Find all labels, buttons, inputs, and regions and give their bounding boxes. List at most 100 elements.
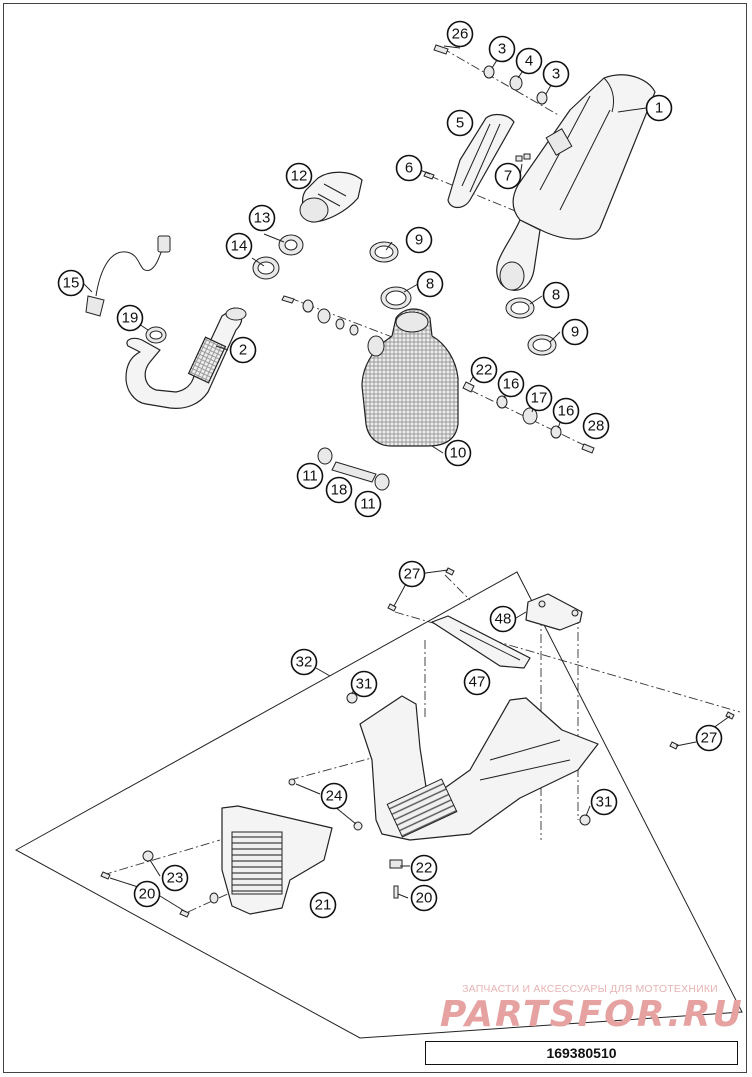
screws-27 — [387, 567, 735, 750]
svg-text:9: 9 — [415, 232, 423, 249]
callout-1: 1 — [645, 94, 673, 122]
callout-22b: 22 — [410, 854, 438, 882]
svg-text:11: 11 — [360, 496, 376, 513]
gasket-and-clamp — [252, 234, 304, 280]
svg-text:23: 23 — [167, 870, 184, 887]
lambda-sensor — [85, 235, 171, 317]
svg-text:20: 20 — [416, 890, 433, 907]
svg-text:6: 6 — [405, 160, 413, 177]
svg-text:7: 7 — [504, 168, 512, 185]
callout-8b: 8 — [542, 281, 570, 309]
callout-15: 15 — [57, 269, 85, 297]
svg-text:22: 22 — [416, 860, 433, 877]
callout-13: 13 — [248, 204, 276, 232]
svg-text:26: 26 — [452, 26, 469, 43]
small-hardware — [423, 153, 531, 180]
svg-text:16: 16 — [558, 403, 575, 420]
svg-text:16: 16 — [503, 376, 520, 393]
svg-text:15: 15 — [63, 275, 80, 292]
callout-6: 6 — [395, 154, 423, 182]
washer-stack — [281, 295, 359, 336]
heat-shield — [447, 113, 515, 209]
part-number-box: 169380510 — [425, 1041, 738, 1065]
svg-text:8: 8 — [426, 276, 434, 293]
svg-text:1: 1 — [655, 100, 663, 117]
svg-text:31: 31 — [356, 676, 373, 693]
strap-47 — [431, 615, 531, 669]
svg-text:5: 5 — [456, 115, 464, 132]
right-hardware — [462, 381, 595, 454]
gasket-19-hole — [149, 330, 163, 340]
side-cover — [221, 805, 333, 915]
callout-9b: 9 — [561, 318, 589, 346]
callout-3: 3 — [488, 35, 516, 63]
callout-16b: 16 — [552, 397, 580, 425]
clamps-and-gaskets — [369, 241, 557, 356]
svg-text:3: 3 — [552, 66, 560, 83]
svg-text:27: 27 — [404, 566, 421, 583]
svg-text:17: 17 — [531, 390, 548, 407]
svg-text:9: 9 — [571, 324, 579, 341]
leader-lines — [83, 45, 731, 913]
muffler — [496, 74, 656, 291]
callout-11b: 11 — [354, 490, 382, 518]
skid-plate — [346, 692, 599, 841]
svg-text:3: 3 — [498, 41, 506, 58]
callout-23: 23 — [161, 864, 189, 892]
sheet-border — [3, 3, 747, 1073]
callout-27b: 27 — [695, 724, 723, 752]
bracket-48 — [525, 593, 583, 631]
callout-21: 21 — [309, 891, 337, 919]
callout-31b: 31 — [590, 788, 618, 816]
svg-text:2: 2 — [239, 342, 247, 359]
svg-text:13: 13 — [254, 210, 271, 227]
callout-47: 47 — [463, 668, 491, 696]
svg-text:19: 19 — [122, 310, 139, 327]
callout-24: 24 — [320, 782, 348, 810]
catalytic-converter — [299, 171, 363, 223]
callout-22: 22 — [470, 356, 498, 384]
callout-20: 20 — [133, 880, 161, 908]
svg-text:18: 18 — [331, 482, 348, 499]
callout-31: 31 — [350, 670, 378, 698]
callout-10: 10 — [444, 439, 472, 467]
svg-text:4: 4 — [525, 53, 533, 70]
callout-5: 5 — [446, 109, 474, 137]
svg-text:27: 27 — [701, 730, 718, 747]
callout-14: 14 — [225, 232, 253, 260]
callout-2: 2 — [229, 336, 257, 364]
callout-17: 17 — [525, 384, 553, 412]
bolt-and-washers — [433, 44, 548, 105]
svg-text:11: 11 — [302, 468, 318, 485]
callout-12: 12 — [285, 162, 313, 190]
callout-4: 4 — [515, 47, 543, 75]
callout-7: 7 — [494, 162, 522, 190]
svg-text:21: 21 — [315, 897, 332, 914]
bottom-hardware — [100, 778, 403, 918]
svg-text:32: 32 — [296, 654, 313, 671]
callout-3b: 3 — [542, 60, 570, 88]
svg-text:47: 47 — [469, 674, 486, 691]
callouts: 26 3 4 3 1 5 6 7 12 13 9 14 8 15 8 19 2 … — [57, 20, 723, 919]
callout-27: 27 — [398, 560, 426, 588]
part-number: 169380510 — [546, 1045, 617, 1061]
assembly-outline — [14, 571, 743, 1039]
callout-9: 9 — [405, 226, 433, 254]
callout-28: 28 — [582, 412, 610, 440]
callout-18: 18 — [325, 476, 353, 504]
svg-text:48: 48 — [495, 611, 512, 628]
svg-text:24: 24 — [326, 788, 343, 805]
header-pipe — [125, 307, 247, 409]
svg-text:20: 20 — [139, 886, 156, 903]
svg-text:12: 12 — [291, 168, 308, 185]
svg-text:28: 28 — [588, 418, 605, 435]
callout-26: 26 — [446, 20, 474, 48]
callout-32: 32 — [290, 648, 318, 676]
callout-11: 11 — [296, 462, 324, 490]
rubber-spacer — [317, 447, 390, 491]
callout-20b: 20 — [410, 884, 438, 912]
svg-text:31: 31 — [596, 794, 613, 811]
svg-text:10: 10 — [450, 445, 467, 462]
